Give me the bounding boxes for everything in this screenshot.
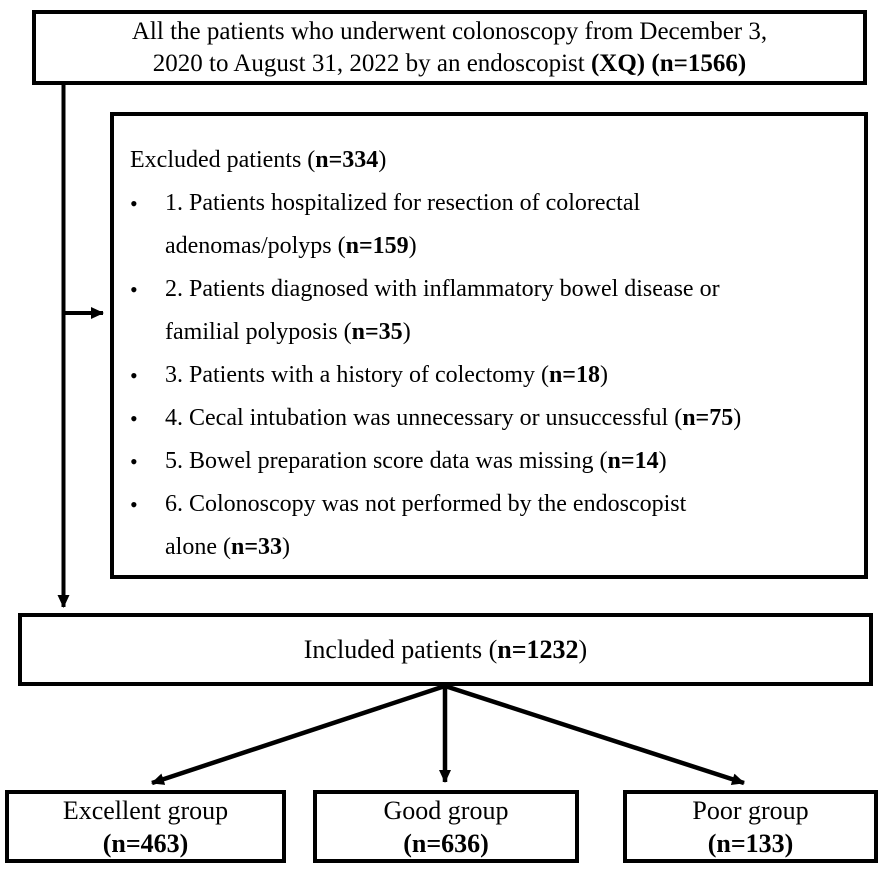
arrow-to-excellent-group — [151, 683, 446, 786]
text-segment: ) — [402, 319, 411, 345]
text-segment: adenomas/polyps ( — [165, 233, 346, 259]
excluded-item-2-line2: familial polyposis (n=35) — [165, 311, 720, 354]
excluded-item-2: • 2. Patients diagnosed with inflammator… — [130, 268, 858, 354]
text-segment: 5. Bowel preparation score data was miss… — [165, 448, 608, 474]
included-patients-box: Included patients (n=1232) — [18, 613, 873, 686]
excluded-item-5: • 5. Bowel preparation score data was mi… — [130, 440, 858, 483]
poor-group-box: Poor group (n=133) — [623, 790, 878, 863]
text-segment: ) — [408, 233, 417, 259]
text-segment: n=75 — [682, 405, 734, 431]
excluded-patients-box: Excluded patients (n=334) • 1. Patients … — [110, 112, 868, 579]
text-segment: (n=1566) — [651, 49, 747, 77]
text-segment: n=14 — [607, 448, 659, 474]
text-segment: 1. Patients hospitalized for resection o… — [165, 190, 641, 216]
text-segment: n=35 — [351, 319, 403, 345]
text-segment: ) — [733, 405, 742, 431]
good-group-count: (n=636) — [317, 827, 575, 860]
excellent-group-box: Excellent group (n=463) — [5, 790, 286, 863]
text-segment: Excellent group — [62, 795, 229, 825]
poor-group-count: (n=133) — [627, 827, 874, 860]
text-segment: 2020 to August 31, 2022 by an endoscopis… — [152, 49, 591, 77]
text-segment: n=18 — [548, 362, 600, 388]
excluded-item-1-line1: 1. Patients hospitalized for resection o… — [165, 182, 640, 225]
all-patients-text-line1: All the patients who underwent colonosco… — [36, 16, 863, 48]
bullet-icon: • — [130, 191, 138, 216]
excluded-item-6-line1: 6. Colonoscopy was not performed by the … — [165, 483, 686, 526]
text-segment: (n=463) — [102, 828, 189, 858]
included-patients-text: Included patients (n=1232) — [22, 635, 869, 665]
bullet-icon: • — [130, 363, 138, 388]
text-segment: ) — [378, 147, 387, 173]
excluded-item-2-line1: 2. Patients diagnosed with inflammatory … — [165, 268, 720, 311]
bullet-icon: • — [130, 406, 138, 431]
text-segment: 6. Colonoscopy was not performed by the … — [165, 491, 687, 517]
text-segment: ) — [658, 448, 667, 474]
bullet-icon: • — [130, 277, 138, 302]
excluded-item-5-line1: 5. Bowel preparation score data was miss… — [165, 440, 667, 483]
text-segment: (n=636) — [403, 828, 489, 858]
text-segment: Good group — [383, 795, 509, 825]
text-segment: ) — [578, 634, 588, 664]
excluded-item-4: • 4. Cecal intubation was unnecessary or… — [130, 397, 858, 440]
text-segment: familial polyposis ( — [165, 319, 352, 345]
text-segment: n=334 — [315, 147, 379, 173]
excluded-header: Excluded patients (n=334) — [130, 139, 858, 182]
excluded-item-1: • 1. Patients hospitalized for resection… — [130, 182, 858, 268]
text-segment: n=33 — [230, 534, 282, 560]
excluded-item-6: • 6. Colonoscopy was not performed by th… — [130, 483, 858, 569]
excluded-item-3: • 3. Patients with a history of colectom… — [130, 354, 858, 397]
text-segment: alone ( — [165, 534, 231, 560]
text-segment: 2. Patients diagnosed with inflammatory … — [165, 276, 720, 302]
excluded-item-6-line2: alone (n=33) — [165, 526, 686, 569]
good-group-box: Good group (n=636) — [313, 790, 579, 863]
text-segment: ) — [282, 534, 290, 560]
text-segment: n=1232 — [497, 634, 579, 664]
arrow-to-poor-group — [444, 683, 745, 786]
excluded-item-4-line1: 4. Cecal intubation was unnecessary or u… — [165, 397, 741, 440]
all-patients-text-line2: 2020 to August 31, 2022 by an endoscopis… — [36, 48, 863, 80]
text-segment: 4. Cecal intubation was unnecessary or u… — [165, 405, 683, 431]
text-segment: Poor group — [692, 795, 809, 825]
text-segment: 3. Patients with a history of colectomy … — [165, 362, 549, 388]
bullet-icon: • — [130, 492, 138, 517]
text-segment: All the patients who underwent colonosco… — [131, 17, 768, 45]
text-segment: n=159 — [345, 233, 409, 259]
excluded-item-1-line2: adenomas/polyps (n=159) — [165, 225, 640, 268]
text-segment: (n=133) — [707, 828, 794, 858]
text-segment: Included patients ( — [303, 634, 498, 664]
text-segment: (XQ) — [590, 49, 646, 77]
excluded-item-3-line1: 3. Patients with a history of colectomy … — [165, 354, 608, 397]
excellent-group-label: Excellent group — [9, 794, 282, 827]
all-patients-box: All the patients who underwent colonosco… — [32, 10, 867, 85]
poor-group-label: Poor group — [627, 794, 874, 827]
text-segment: ) — [599, 362, 608, 388]
text-segment: Excluded patients ( — [130, 147, 316, 173]
good-group-label: Good group — [317, 794, 575, 827]
bullet-icon: • — [130, 449, 138, 474]
excellent-group-count: (n=463) — [9, 827, 282, 860]
